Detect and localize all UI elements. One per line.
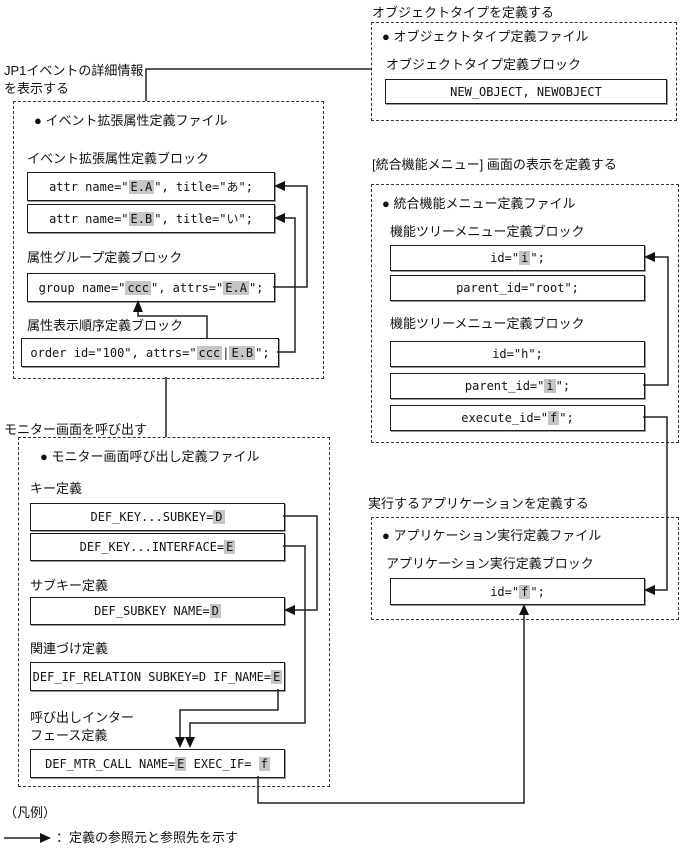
app-file-title: ● アプリケーション実行定義ファイル <box>382 528 602 543</box>
object-type-file-box <box>371 22 677 121</box>
app-block-label: アプリケーション実行定義ブロック <box>386 556 594 571</box>
event-file-box <box>13 101 324 379</box>
monitor-file-title: ● モニター画面呼び出し定義ファイル <box>40 449 260 464</box>
legend-arrowhead <box>40 833 51 843</box>
code-app-id-f: id="f"; <box>390 578 645 605</box>
menu-block-label2: 機能ツリーメニュー定義ブロック <box>390 316 585 331</box>
line-event-to-objecttype <box>145 68 371 101</box>
event-block-label2: 属性グループ定義ブロック <box>27 250 183 265</box>
code-group: group name="ccc", attrs="E.A"; <box>27 273 275 302</box>
menu-file-title: ● 統合機能メニュー定義ファイル <box>382 196 576 211</box>
code-order: order id="100", attrs="ccc|E.B"; <box>21 338 279 367</box>
object-type-block-label: オブジェクトタイプ定義ブロック <box>386 57 582 72</box>
app-caption: 実行するアプリケーションを定義する <box>368 496 589 511</box>
monitor-caption: モニター画面を呼び出す <box>4 422 148 437</box>
code-id-h: id="h"; <box>390 341 645 367</box>
monitor-key-label: キー定義 <box>30 481 83 496</box>
code-def-key-interface: DEF_KEY...INTERFACE=E <box>30 533 285 561</box>
object-type-caption: オブジェクトタイプを定義する <box>372 5 555 20</box>
code-attr1: attr name="E.A", title="あ"; <box>27 172 275 201</box>
app-file-box <box>371 517 679 620</box>
code-def-subkey: DEF_SUBKEY NAME=D <box>30 597 285 625</box>
code-def-mtr-call: DEF_MTR_CALL NAME=E EXEC_IF= f <box>30 749 285 778</box>
event-caption-line2: を表示する <box>4 81 70 96</box>
monitor-call-label2: フェース定義 <box>30 728 108 743</box>
code-execute-f: execute_id="f"; <box>390 405 645 431</box>
code-id-i: id="i"; <box>390 245 645 271</box>
object-type-file-title: ● オブジェクトタイプ定義ファイル <box>382 29 589 44</box>
code-parent-i: parent_id="i"; <box>390 373 645 399</box>
legend-arrow-desc: ：定義の参照元と参照先を示す <box>56 830 239 845</box>
menu-block-label1: 機能ツリーメニュー定義ブロック <box>390 224 585 239</box>
monitor-subkey-label: サブキー定義 <box>30 578 109 593</box>
menu-file-box <box>371 184 679 443</box>
code-def-if-relation: DEF_IF_RELATION SUBKEY=D IF_NAME=E <box>30 662 285 691</box>
code-new-object: NEW_OBJECT, NEWOBJECT <box>385 79 667 104</box>
event-block-label3: 属性表示順序定義ブロック <box>27 318 184 333</box>
monitor-file-box <box>18 437 330 787</box>
code-def-key-subkey: DEF_KEY...SUBKEY=D <box>30 503 285 531</box>
monitor-relation-label: 関連づけ定義 <box>30 641 109 656</box>
code-attr2: attr name="E.B", title="い"; <box>27 204 275 233</box>
event-file-title: ● イベント拡張属性定義ファイル <box>34 113 228 128</box>
monitor-call-label1: 呼び出しインター <box>30 710 135 725</box>
code-parent-root: parent_id="root"; <box>390 275 645 301</box>
event-block-label1: イベント拡張属性定義ブロック <box>27 151 210 166</box>
event-caption-line1: JP1イベントの詳細情報 <box>4 63 144 78</box>
legend-title: （凡例） <box>4 805 57 820</box>
menu-caption: [統合機能メニュー] 画面の表示を定義する <box>372 157 617 172</box>
